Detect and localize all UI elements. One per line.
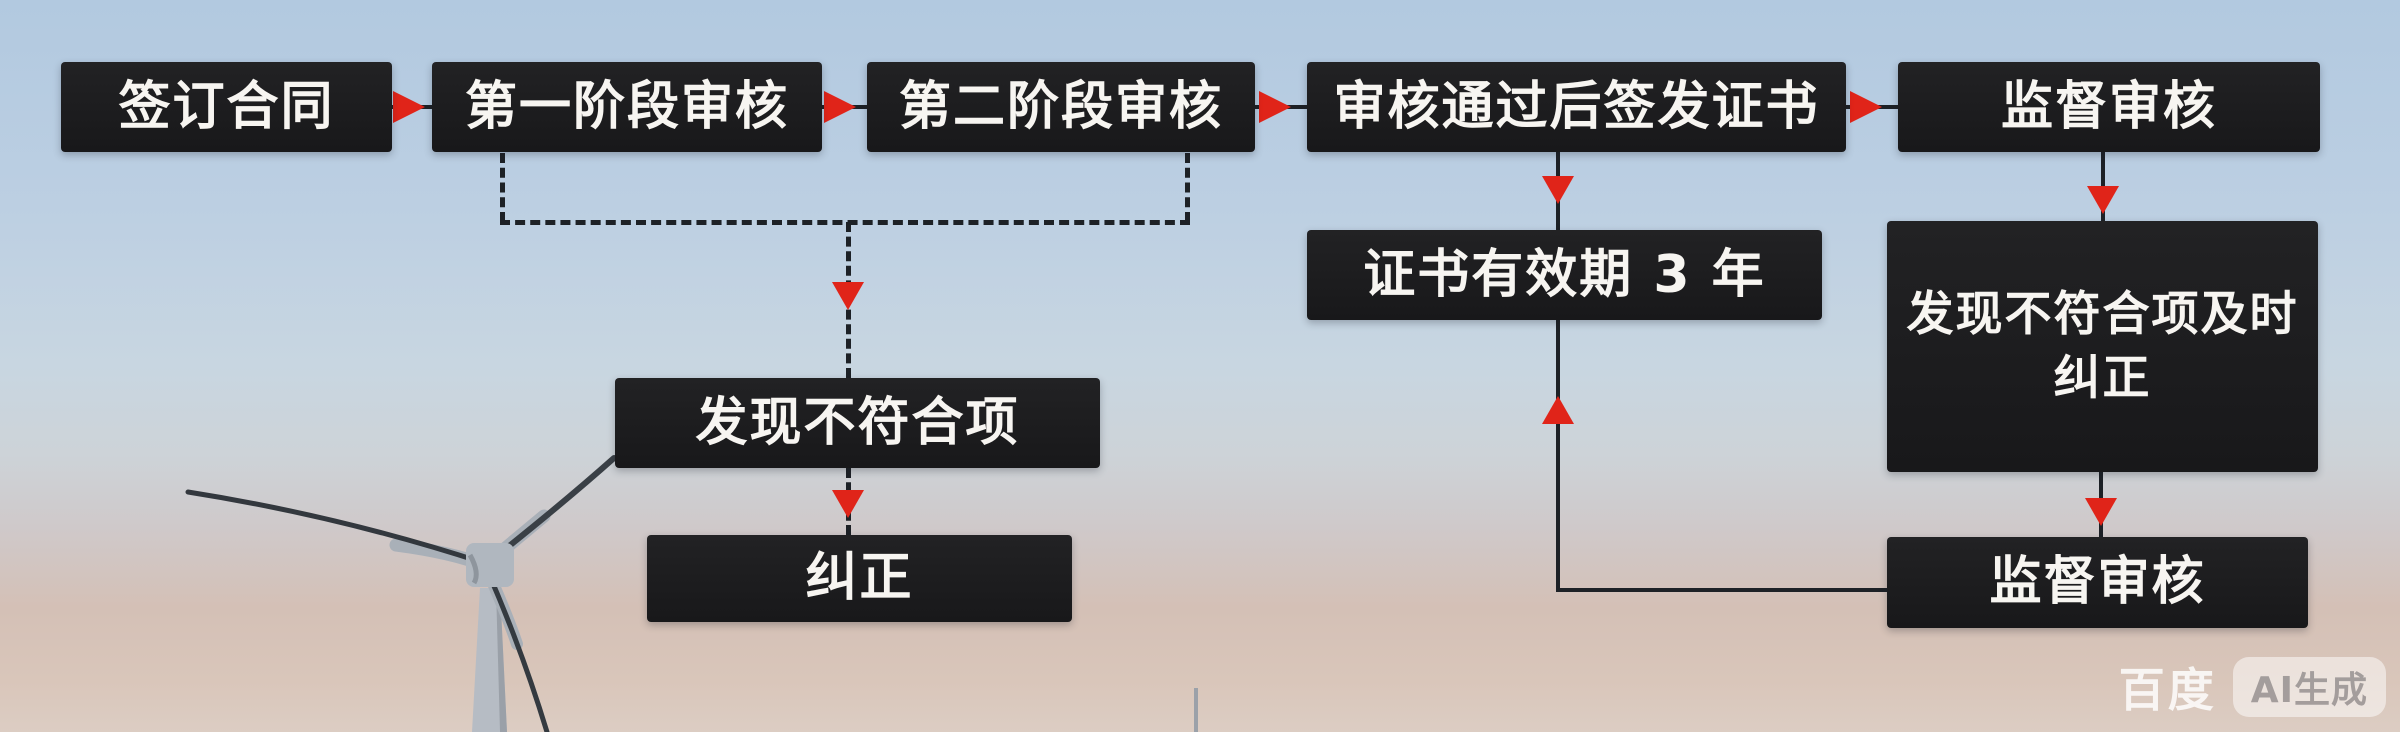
arrowhead-down-correction-icon — [832, 490, 864, 518]
node-nonconformity-found: 发现不符合项 — [615, 378, 1100, 468]
arrowhead-down-nonconformity-icon — [832, 282, 864, 310]
arrowhead-up-validity-loop-icon — [1542, 396, 1574, 424]
arrowhead-down-validity-icon — [1542, 176, 1574, 204]
arrowhead-down-timely-icon — [2087, 186, 2119, 214]
turbine-tower-shade — [496, 588, 507, 732]
ai-generated-badge: AI生成 — [2232, 657, 2386, 717]
node-certificate-validity: 证书有效期 3 年 — [1307, 230, 1822, 320]
turbine-blade-down — [485, 569, 550, 732]
arrowhead-right-1-icon — [393, 91, 425, 123]
connector-loop-horizontal — [1556, 588, 1887, 592]
arrowhead-right-3-icon — [1259, 91, 1291, 123]
dashed-horizontal-join — [500, 220, 1190, 225]
node-nonconformity-timely-correction: 发现不符合项及时纠正 — [1887, 221, 2318, 472]
node-stage2-audit: 第二阶段审核 — [867, 62, 1255, 152]
arrowhead-down-supervision-bottom-icon — [2085, 498, 2117, 526]
node-issue-certificate: 审核通过后签发证书 — [1307, 62, 1846, 152]
connector-loop-vertical — [1556, 320, 1560, 592]
node-sign-contract: 签订合同 — [61, 62, 392, 152]
turbine-blade-upleft — [185, 489, 487, 566]
node-supervision-audit-bottom: 监督审核 — [1887, 537, 2308, 628]
turbine-hub-shade — [467, 553, 479, 585]
baidu-watermark: 百度 AI生成 — [2119, 654, 2386, 720]
node-supervision-audit-top: 监督审核 — [1898, 62, 2320, 152]
arrowhead-right-4-icon — [1850, 91, 1882, 123]
dashed-drop-stage1 — [500, 153, 505, 222]
dashed-drop-stage2 — [1185, 153, 1190, 222]
node-stage1-audit: 第一阶段审核 — [432, 62, 822, 152]
node-correction: 纠正 — [647, 535, 1072, 622]
arrowhead-right-2-icon — [824, 91, 856, 123]
baidu-logo-text: 百度 — [2118, 663, 2217, 717]
